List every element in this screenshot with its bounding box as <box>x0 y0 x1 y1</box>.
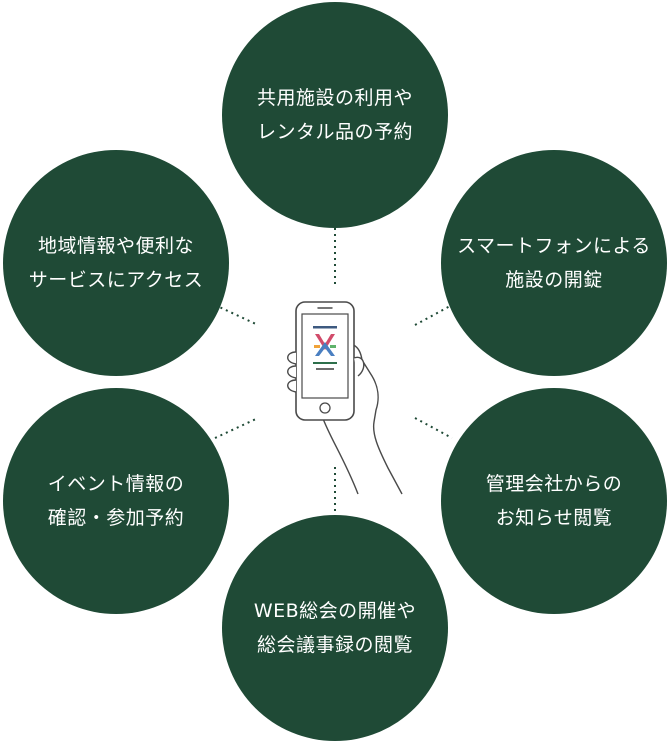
app-logo-accent-right <box>330 345 336 348</box>
feature-text-line: レンタル品の予約 <box>256 121 413 143</box>
feature-text-line: お知らせ閲覧 <box>495 507 613 529</box>
feature-text-line: 管理会社からの <box>485 473 623 495</box>
connector-bottom-left <box>214 417 259 439</box>
feature-text-line: サービスにアクセス <box>28 269 204 291</box>
feature-facility-reservation: 共用施設の利用や レンタル品の予約 <box>222 2 448 228</box>
thumb <box>353 356 365 377</box>
feature-smartphone-unlock: スマートフォンによる 施設の開錠 <box>441 150 667 376</box>
feature-text-line: 共用施設の利用や <box>256 87 413 109</box>
feature-text-line: スマートフォンによる <box>457 235 651 257</box>
app-logo-mark-lower <box>315 342 335 356</box>
connector-top-left <box>214 304 259 326</box>
feature-event-info: イベント情報の 確認・参加予約 <box>3 388 229 614</box>
app-logo-mark <box>315 334 335 350</box>
app-logo-bottom-text <box>313 362 337 364</box>
feature-text-line: 総会議事録の閲覧 <box>256 634 413 656</box>
feature-text-line: イベント情報の <box>47 473 185 495</box>
feature-text-line: 地域情報や便利な <box>37 235 194 257</box>
connector-bottom-right <box>414 417 453 439</box>
finger-2 <box>287 365 297 379</box>
wrist-outline <box>321 415 359 495</box>
feature-text-line: 施設の開錠 <box>505 269 603 291</box>
feature-text-line: 確認・参加予約 <box>47 507 185 529</box>
phone-home-button <box>319 402 331 414</box>
finger-1 <box>287 351 297 365</box>
feature-local-info-services: 地域情報や便利な サービスにアクセス <box>3 150 229 376</box>
hand-outline <box>339 343 403 495</box>
app-logo-accent-left <box>314 345 320 348</box>
app-logo-top-text <box>313 326 337 329</box>
feature-text-line: WEB総会の開催や <box>253 600 417 622</box>
feature-web-general-meeting: WEB総会の開催や 総会議事録の閲覧 <box>222 515 448 741</box>
feature-management-notices: 管理会社からの お知らせ閲覧 <box>441 388 667 614</box>
smartphone-in-hand-icon <box>278 298 428 498</box>
smartphone-illustration <box>287 301 403 495</box>
connector-top-right <box>414 304 453 326</box>
finger-3 <box>287 379 297 393</box>
app-logo-bottom-text-2 <box>316 368 334 370</box>
